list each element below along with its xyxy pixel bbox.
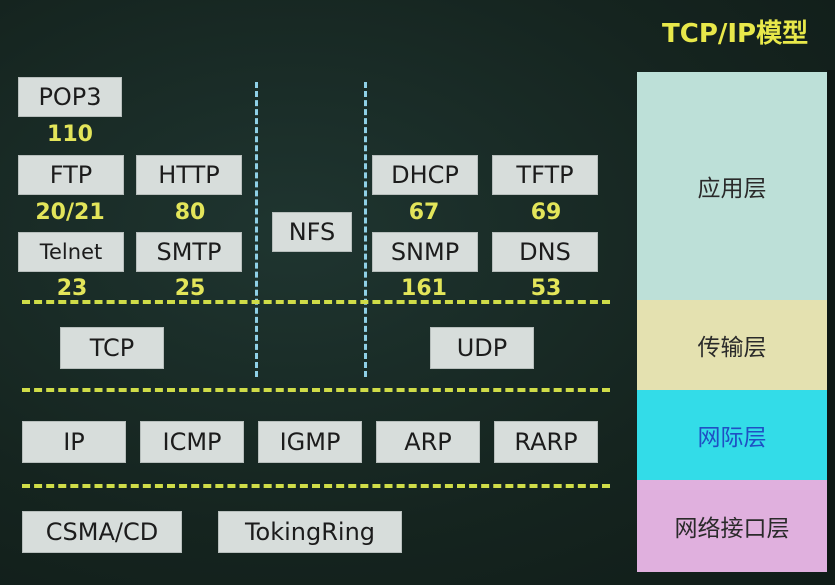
layer-internet: 网际层 bbox=[637, 390, 827, 480]
right-edge bbox=[827, 70, 835, 570]
vertical-divider-left bbox=[255, 82, 258, 377]
layer-divider-internet-link bbox=[22, 484, 610, 488]
protocol-tcp: TCP bbox=[60, 327, 164, 369]
layer-divider-transport-internet bbox=[22, 388, 610, 392]
protocol-csma-cd: CSMA/CD bbox=[22, 511, 182, 553]
port-telnet: 23 bbox=[56, 276, 88, 301]
protocol-telnet: Telnet bbox=[18, 232, 124, 272]
protocol-nfs: NFS bbox=[272, 212, 352, 252]
protocol-icmp: ICMP bbox=[140, 421, 244, 463]
layer-divider-app-transport bbox=[22, 300, 610, 304]
protocol-dns: DNS bbox=[492, 232, 598, 272]
port-snmp: 161 bbox=[401, 276, 447, 301]
protocol-smtp: SMTP bbox=[136, 232, 242, 272]
protocol-http: HTTP bbox=[136, 155, 242, 195]
port-dns: 53 bbox=[530, 276, 562, 301]
diagram-title: TCP/IP模型 bbox=[662, 19, 809, 49]
port-pop3: 110 bbox=[47, 122, 93, 147]
protocol-igmp: IGMP bbox=[258, 421, 362, 463]
port-ftp: 20/21 bbox=[35, 200, 105, 225]
port-http: 80 bbox=[174, 200, 206, 225]
layer-network-interface: 网络接口层 bbox=[637, 480, 827, 572]
protocol-pop3: POP3 bbox=[18, 77, 122, 117]
protocol-tftp: TFTP bbox=[492, 155, 598, 195]
layer-transport: 传输层 bbox=[637, 300, 827, 390]
protocol-arp: ARP bbox=[376, 421, 480, 463]
protocol-udp: UDP bbox=[430, 327, 534, 369]
protocol-snmp: SNMP bbox=[372, 232, 478, 272]
protocol-tokingring: TokingRing bbox=[218, 511, 402, 553]
port-smtp: 25 bbox=[174, 276, 206, 301]
port-tftp: 69 bbox=[530, 200, 562, 225]
layer-application: 应用层 bbox=[637, 72, 827, 300]
protocol-dhcp: DHCP bbox=[372, 155, 478, 195]
protocol-rarp: RARP bbox=[494, 421, 598, 463]
vertical-divider-right bbox=[364, 82, 367, 377]
protocol-ip: IP bbox=[22, 421, 126, 463]
port-dhcp: 67 bbox=[408, 200, 440, 225]
protocol-ftp: FTP bbox=[18, 155, 124, 195]
